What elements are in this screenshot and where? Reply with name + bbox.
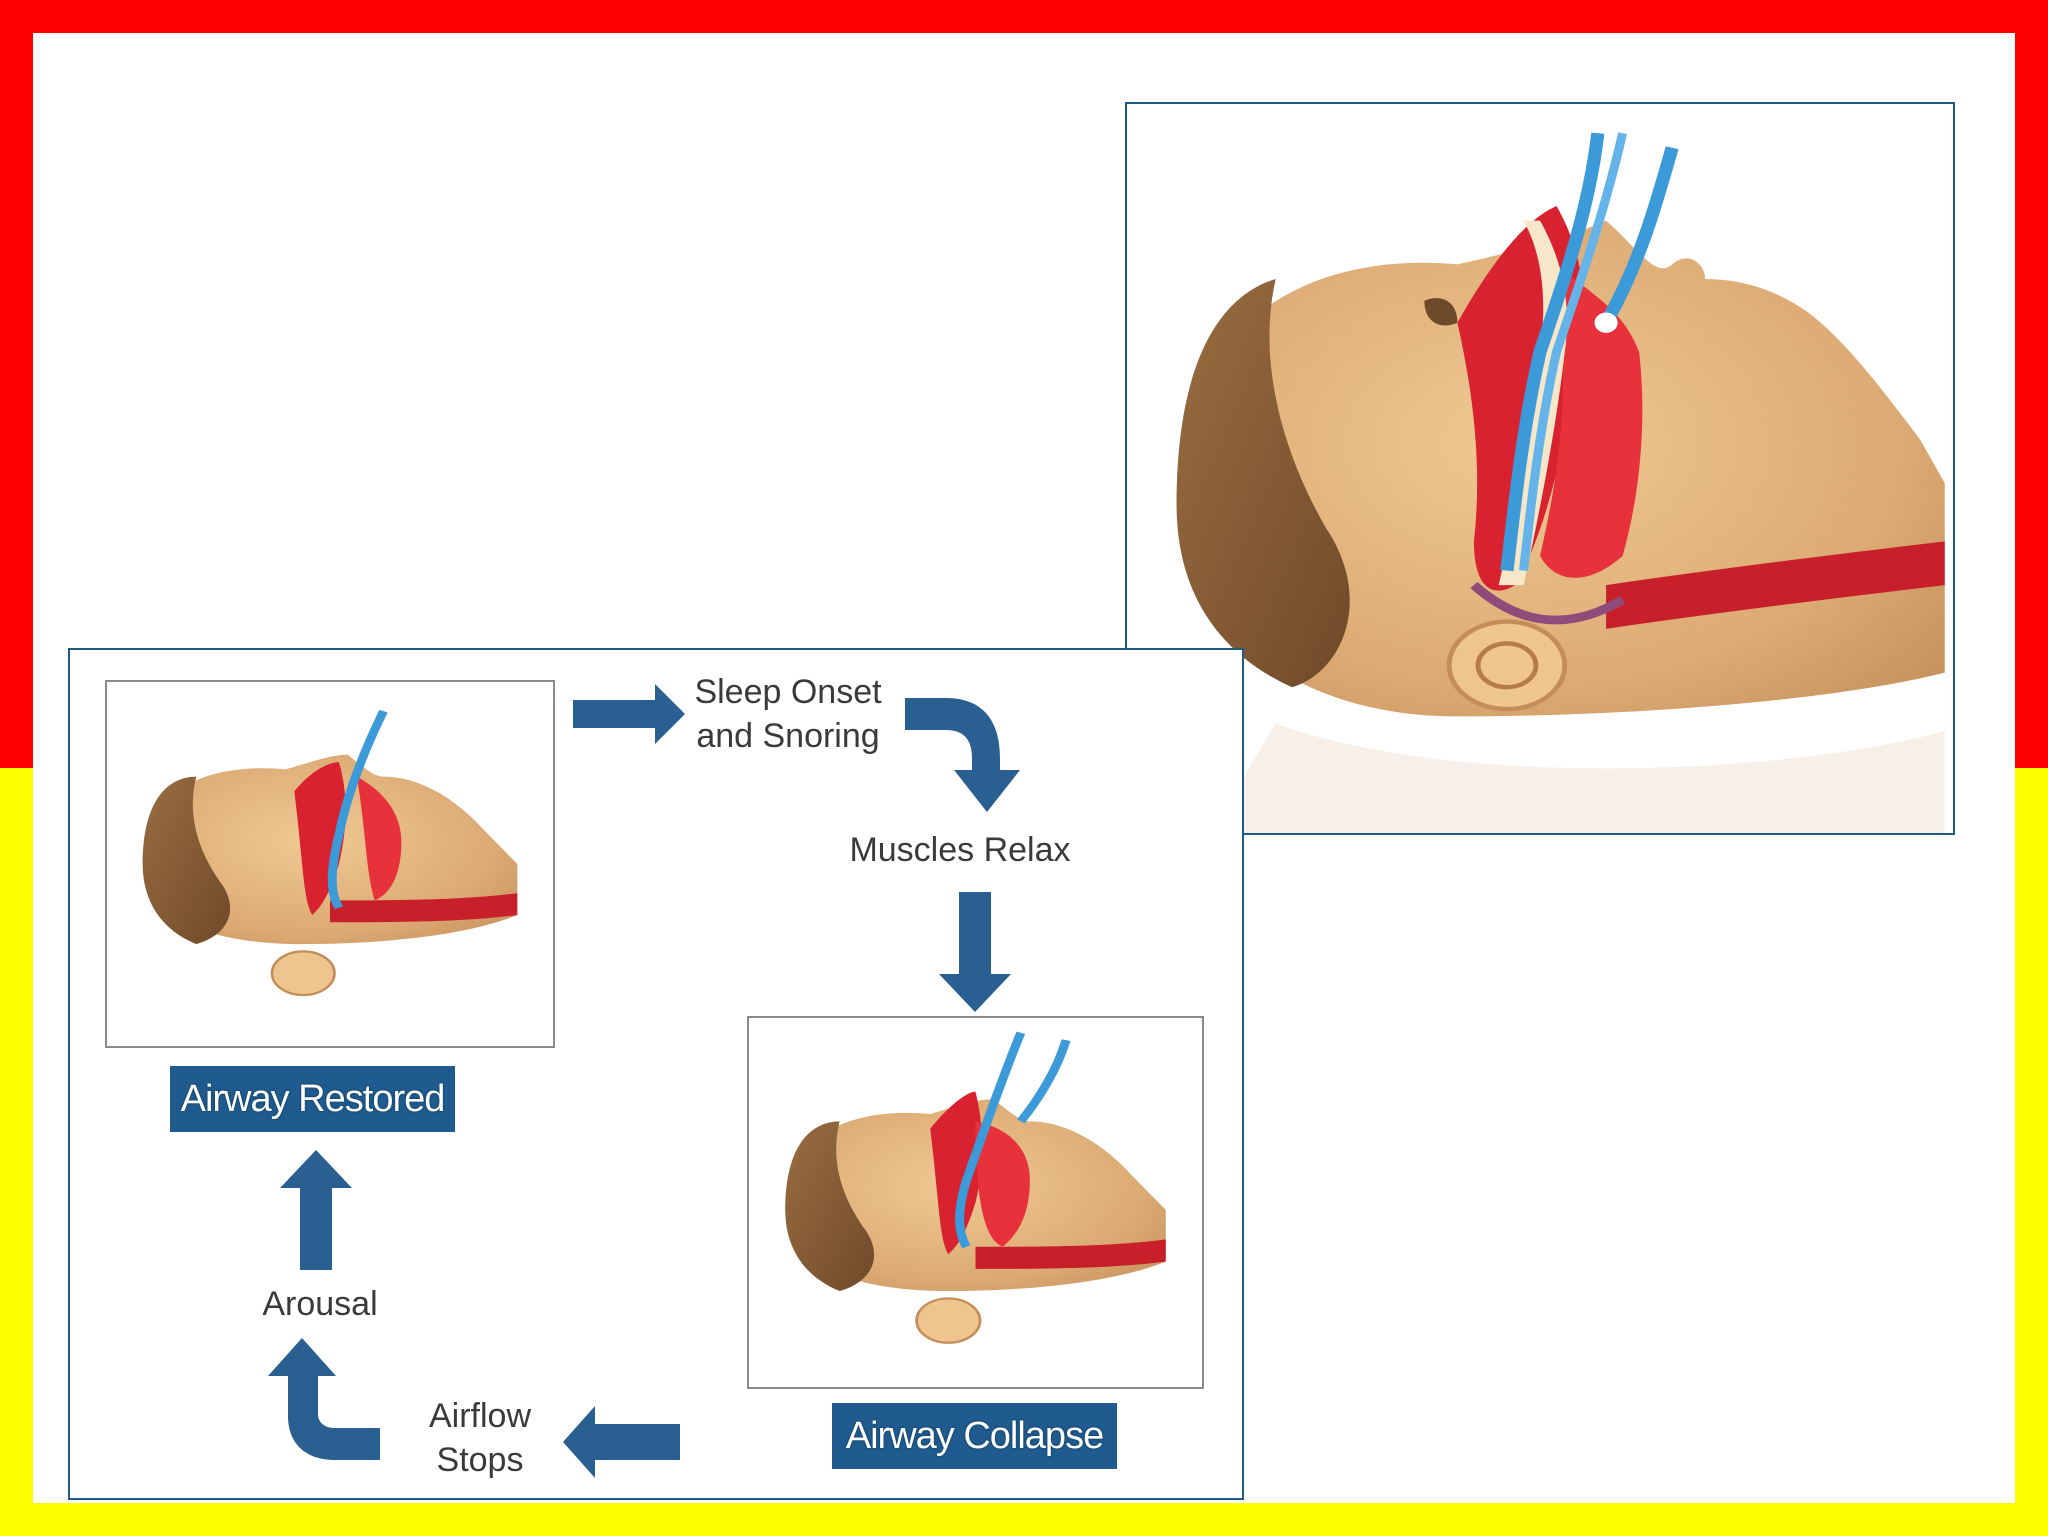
throat-tube [1606, 541, 1945, 629]
airway-collapse-thumbnail [747, 1016, 1204, 1389]
hair [1176, 278, 1350, 688]
ear-icon [1446, 619, 1568, 712]
tongue-tissue [975, 1121, 1030, 1247]
step-sleep-onset: Sleep Onset and Snoring [694, 673, 882, 755]
apnea-cycle-diagram: Airway Restored Airway Collapse Sleep On… [68, 648, 1244, 1500]
step-muscles-relax: Muscles Relax [849, 831, 1071, 869]
ear-icon [915, 1297, 982, 1344]
tongue-tissue [356, 776, 402, 901]
closed-eye [1424, 298, 1458, 326]
airflow-stream [955, 1031, 1026, 1249]
step-arousal: Arousal [262, 1285, 378, 1323]
head-airway-collapsed-figure [1176, 132, 1945, 833]
slide: Airway Restored Airway Collapse Sleep On… [33, 33, 2015, 1503]
throat-tube [330, 893, 518, 923]
curved-down-arrow-icon [905, 698, 1020, 812]
airway-restored-label: Airway Restored [170, 1066, 455, 1132]
arrow-left-icon [563, 1406, 680, 1478]
arrow-down-icon [939, 892, 1011, 1012]
nasal-airway [930, 1091, 983, 1255]
airway-restored-thumbnail [105, 680, 555, 1048]
hair [785, 1121, 875, 1292]
airflow-stream [1500, 132, 1605, 572]
arrow-right-icon [573, 684, 685, 744]
airflow-stream [327, 709, 388, 910]
arrow-up-icon [280, 1150, 352, 1270]
ear-icon [270, 950, 336, 997]
airflow-stream-blocked [1017, 1039, 1071, 1124]
head-airway-collapsed-figure [785, 1031, 1166, 1344]
hair [142, 776, 231, 945]
large-airway-illustration [1125, 102, 1955, 835]
airway-collapse-label: Airway Collapse [832, 1403, 1117, 1469]
head-airway-open-figure [142, 709, 518, 997]
neck-shadow [1209, 723, 1945, 833]
curved-up-arrow-icon [268, 1338, 380, 1460]
throat-tube [975, 1239, 1166, 1269]
airflow-stream-blocked [1600, 146, 1679, 326]
step-airflow-stops: Airflow Stops [428, 1397, 532, 1479]
